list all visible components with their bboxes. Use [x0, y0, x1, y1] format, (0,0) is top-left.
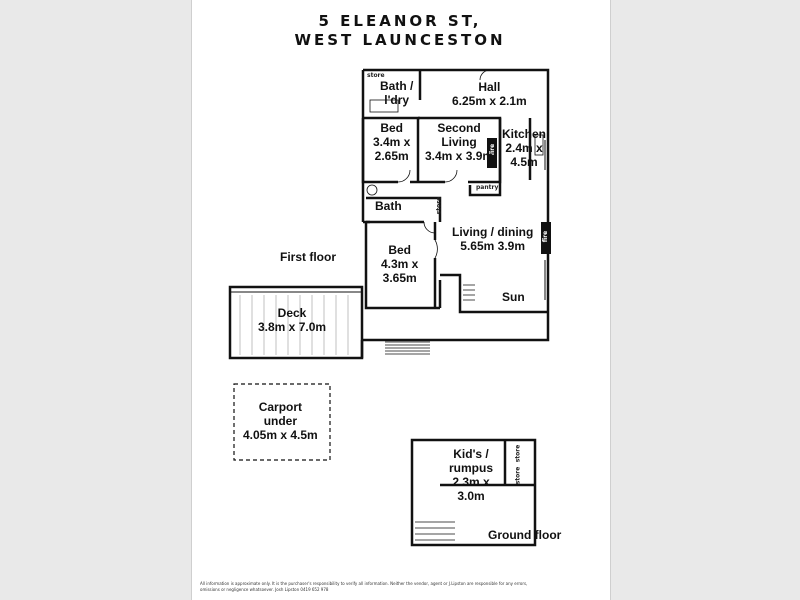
ground-floor-outline [410, 438, 537, 547]
stair-treads-sun [463, 284, 475, 301]
first-floor-label: First floor [280, 250, 336, 264]
pantry-tag: pantry [476, 184, 499, 191]
room-bath-2: Bath [375, 199, 402, 213]
fire-tag-2: fire [542, 230, 550, 243]
room-bath-ldry: Bath /l'dry [380, 79, 414, 107]
store-tag-top: store [367, 72, 385, 79]
disclaimer-text: All information is approximate only. It … [200, 581, 528, 592]
store-tag-kids-2: store [514, 466, 522, 485]
store-tag-bath: store [435, 196, 443, 215]
fire-box-2 [541, 222, 551, 254]
toilet [366, 184, 378, 196]
stair-treads-deck [385, 341, 430, 355]
fire-box-1 [487, 138, 497, 168]
bathtub [369, 99, 399, 113]
door-swing-bed1 [397, 169, 411, 183]
stove [534, 134, 544, 156]
room-sun: Sun [502, 290, 525, 304]
address-line-1: 5 ELEANOR ST, [318, 12, 482, 30]
address-line-2: WEST LAUNCESTON [294, 31, 506, 49]
store-tag-kids-1: store [514, 444, 522, 463]
carport-outline [233, 383, 331, 461]
outer-wall-left-lower [364, 222, 440, 310]
ground-floor-label: Ground floor [488, 528, 562, 542]
stair-treads-ground [415, 521, 455, 541]
floorplan-sheet [191, 0, 611, 600]
